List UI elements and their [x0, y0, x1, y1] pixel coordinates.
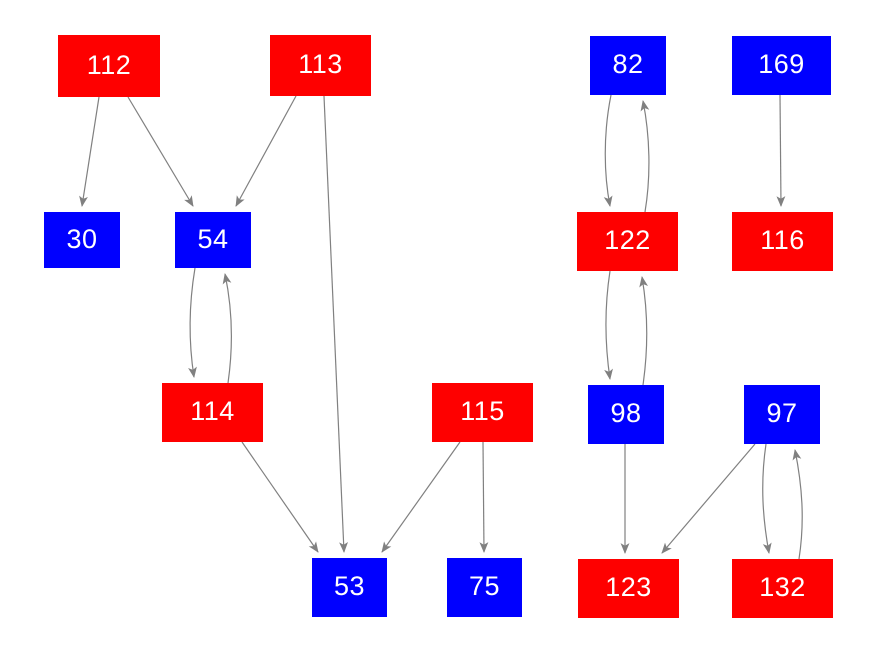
node-label: 132 — [759, 572, 806, 602]
graph-node-30[interactable]: 30 — [44, 212, 120, 268]
graph-edge-97-to-123 — [661, 443, 756, 554]
graph-node-114[interactable]: 114 — [162, 383, 263, 442]
graph-edge-54-to-114 — [188, 267, 197, 378]
graph-node-112[interactable]: 112 — [58, 35, 160, 97]
graph-node-122[interactable]: 122 — [577, 212, 678, 271]
graph-edge-115-to-53 — [381, 441, 461, 553]
graph-edge-114-to-54 — [222, 273, 233, 384]
graph-node-75[interactable]: 75 — [447, 558, 522, 617]
graph-node-115[interactable]: 115 — [432, 383, 533, 442]
graph-edge-132-to-97 — [792, 449, 803, 560]
node-label: 116 — [760, 225, 805, 255]
node-label: 54 — [197, 223, 229, 254]
node-label: 75 — [468, 571, 501, 601]
graph-node-132[interactable]: 132 — [732, 559, 833, 618]
node-label: 123 — [605, 572, 652, 602]
node-label: 97 — [766, 398, 798, 428]
graph-node-54[interactable]: 54 — [175, 212, 251, 268]
graph-edge-115-to-75 — [479, 441, 489, 553]
edges-group — [79, 94, 803, 560]
node-label: 30 — [66, 223, 98, 254]
node-label: 115 — [460, 396, 505, 426]
graph-node-123[interactable]: 123 — [578, 559, 679, 618]
graph-node-113[interactable]: 113 — [270, 35, 371, 96]
node-label: 169 — [758, 49, 805, 79]
node-label: 53 — [333, 571, 366, 601]
graph-node-169[interactable]: 169 — [732, 36, 831, 95]
node-label: 114 — [190, 396, 235, 426]
graph-node-82[interactable]: 82 — [590, 36, 666, 95]
node-label: 112 — [86, 49, 132, 80]
node-label: 98 — [610, 398, 642, 428]
graph-edge-113-to-53 — [323, 95, 349, 553]
graph-edge-112-to-54 — [127, 96, 194, 207]
node-label: 122 — [604, 225, 651, 255]
node-label: 82 — [612, 49, 644, 79]
graph-node-116[interactable]: 116 — [732, 212, 833, 271]
graph-edge-122-to-98 — [604, 270, 613, 380]
graph-edge-112-to-30 — [79, 96, 100, 207]
graph-edge-82-to-122 — [603, 94, 613, 207]
graph-edge-97-to-132 — [762, 443, 772, 554]
graph-edge-122-to-82 — [640, 100, 650, 213]
node-label: 113 — [298, 49, 343, 79]
graph-node-53[interactable]: 53 — [312, 558, 387, 617]
graph-edge-113-to-54 — [235, 95, 297, 207]
graph-edge-98-to-122 — [639, 276, 649, 386]
graph-node-97[interactable]: 97 — [744, 385, 820, 444]
graph-node-98[interactable]: 98 — [588, 385, 664, 444]
graph-edge-169-to-116 — [776, 94, 786, 207]
graph-edge-114-to-53 — [241, 441, 319, 553]
